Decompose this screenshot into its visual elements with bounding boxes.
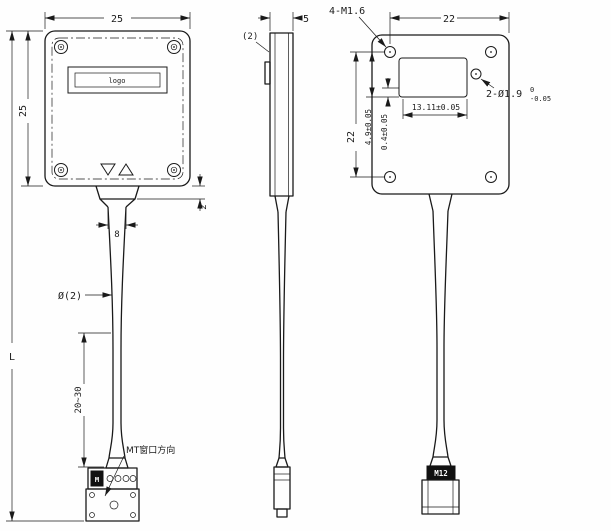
front-seal-centerline [51,37,184,180]
back-hole-tol-lower: -0.05 [530,95,551,103]
front-logo-text: logo [109,77,126,85]
front-dim-neck-label: 8 [114,230,119,240]
back-pin-hole [470,68,482,80]
front-dim-flex: 20~30 [74,332,111,468]
front-mt-note-label: MT窗口方向 [126,444,175,456]
down-triangle-icon [100,163,116,176]
back-hole-callout: 2-Ø1.9 0 -0.05 [480,78,551,103]
back-dim-c: 13.11±0.05 [402,99,468,119]
front-corner-screws [54,40,181,177]
side-stem [277,211,282,459]
front-dim-lip: 2 [137,174,209,211]
front-dim-width-label: 25 [111,14,123,25]
back-screw-callout-label: 4-M1.6 [329,6,365,17]
side-dim-ref-label: (2) [242,32,258,42]
side-view: 5 (2) [242,12,309,518]
side-connector [273,457,291,518]
front-neck-stem [95,185,140,459]
back-dim-width: 22 [389,12,510,44]
front-dim-height: 25 [6,30,43,187]
front-dim-neck: 8 [96,209,138,240]
front-mt-connector: M [85,457,140,522]
back-view: M12 4-M1.6 22 22 4.9±0.05 [329,6,551,515]
side-dim-depth: 5 [258,12,309,31]
back-dim-c-label: 13.11±0.05 [412,103,460,112]
side-dim-depth-label: 5 [303,14,309,25]
back-dim-b-label: 0.4±0.05 [380,114,389,150]
back-corner-holes [384,46,497,183]
front-mt-note: MT窗口方向 [104,444,175,497]
front-logo-plate: logo [67,66,168,94]
front-dim-width: 25 [44,12,191,29]
back-body-outline [371,34,510,195]
back-dim-height: 22 [346,51,384,178]
front-dim-length: L [6,31,84,522]
front-dim-height-label: 25 [18,105,29,117]
front-view: logo M [6,12,209,522]
front-connector-mark: M [95,476,99,484]
front-dim-lip-label: 2 [199,204,209,209]
back-connector-mark: M12 [434,469,448,478]
front-body-outline [44,30,191,187]
back-dim-height-label: 22 [346,131,357,143]
back-m12-connector: M12 [421,456,460,515]
back-dim-a: 4.9±0.05 [364,52,399,145]
front-dim-flex-label: 20~30 [74,386,84,413]
front-dim-tube: Ø(2) [58,290,112,302]
front-dim-length-label: L [9,352,15,363]
back-dim-b: 0.4±0.05 [380,78,399,150]
back-dim-a-label: 4.9±0.05 [364,109,373,145]
back-vent-grid [398,57,468,98]
back-neck-stem [428,193,453,458]
front-buttons [100,163,134,176]
side-body-outline [269,32,294,197]
back-dim-width-label: 22 [443,14,455,25]
front-dim-tube-label: Ø(2) [58,290,82,302]
back-hole-callout-label: 2-Ø1.9 [486,88,522,100]
up-triangle-icon [118,163,134,176]
side-dim-ref: (2) [242,32,270,53]
side-window-bump [264,61,271,85]
back-screw-callout: 4-M1.6 [329,6,387,48]
brand-mark-square [90,470,104,487]
back-hole-tol-upper: 0 [530,86,534,94]
